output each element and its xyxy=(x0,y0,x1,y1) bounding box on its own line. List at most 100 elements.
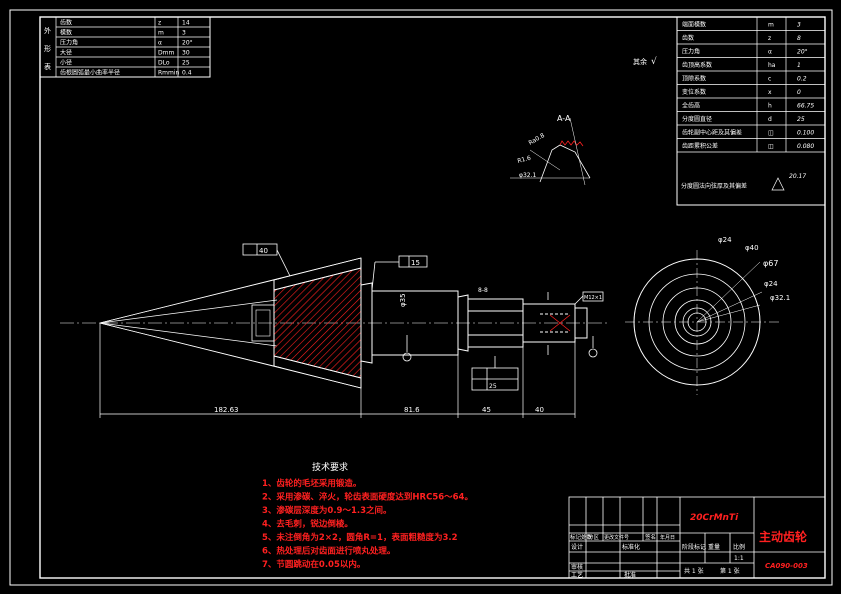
tol-frame-1-value: 40 xyxy=(259,247,268,255)
right-table-name: 变位系数 xyxy=(682,88,706,96)
shaft xyxy=(360,282,588,364)
shaft-dia-label: φ35 xyxy=(399,293,407,307)
section-markers xyxy=(402,292,598,362)
end-dia-1: φ24 xyxy=(718,236,732,244)
right-table-value: 0.080 xyxy=(797,143,814,150)
approve-label: 批准 xyxy=(624,571,636,579)
left-table-name: 齿数 xyxy=(60,19,72,27)
right-table-symbol: α xyxy=(768,49,772,56)
check-label: 审核 xyxy=(571,563,583,571)
standard-label: 标准化 xyxy=(622,543,640,551)
section-aa-label: A-A xyxy=(557,114,571,123)
title-row-label-2: 更改文件号 xyxy=(604,534,629,541)
left-table-value: 14 xyxy=(182,20,190,27)
left-table-side-char: 表 xyxy=(44,62,51,71)
left-table-symbol: α xyxy=(158,40,162,47)
right-table-value: 0 xyxy=(797,89,801,96)
dim-total-left: 182.63 xyxy=(214,406,239,414)
end-dia-5: φ32.1 xyxy=(770,294,790,302)
scale-value: 1:1 xyxy=(734,555,744,562)
right-table-name: 分度圆直径 xyxy=(682,115,712,123)
left-table-symbol: Rmmin xyxy=(158,70,180,77)
weight-label: 重量 xyxy=(708,543,720,551)
surface-note: 其余 √ xyxy=(633,56,657,67)
left-table-value: 30 xyxy=(182,50,190,57)
right-table-footer-value: 20.17 xyxy=(789,173,806,180)
right-table-symbol: m xyxy=(768,22,774,29)
left-table-name: 大径 xyxy=(60,49,72,57)
sheet-no-label: 第 1 张 xyxy=(720,567,740,575)
left-table-symbol: m xyxy=(158,30,164,37)
left-table-side-char: 外 xyxy=(44,26,51,35)
dim-right1: 45 xyxy=(482,406,491,414)
right-table-symbol: z xyxy=(768,35,771,42)
left-table-side-char: 形 xyxy=(44,45,51,53)
right-table-value: 20° xyxy=(797,49,808,56)
left-table-value: 3 xyxy=(182,30,186,37)
end-dia-3: φ67 xyxy=(763,259,778,268)
title-block xyxy=(568,496,826,579)
end-dia-4: φ24 xyxy=(764,280,778,288)
detail-dim-3: φ32.1 xyxy=(519,172,537,179)
left-table-name: 模数 xyxy=(60,29,72,37)
detail-dim-1: Ra0.8 xyxy=(528,132,547,147)
left-table-name: 齿根圆弧最小曲率半径 xyxy=(60,69,120,77)
end-dia-2: φ40 xyxy=(745,244,759,252)
tech-req-item: 6、热处理后对齿面进行喷丸处理。 xyxy=(262,546,395,557)
right-table-name: 齿轮副中心距及其偏差 xyxy=(682,129,742,137)
surface-note-text: 其余 xyxy=(633,57,647,66)
right-table-name: 顶隙系数 xyxy=(682,75,706,83)
tech-req-item: 3、渗碳层深度为0.9～1.3之间。 xyxy=(262,505,392,516)
title-row-label-0: 标记处数 xyxy=(570,533,593,541)
dimension-lines xyxy=(99,323,576,418)
right-table-value: 3 xyxy=(797,22,801,29)
right-table-symbol: x xyxy=(768,89,772,96)
surface-mark-icon: √ xyxy=(651,56,657,67)
tolerance-frames xyxy=(242,243,604,391)
title-block-text: 20CrMnTi 主动齿轮 CA090-003 标记处数 分区 更改文件号 签名… xyxy=(570,513,808,579)
tech-req-item: 5、未注倒角为2×2，圆角R=1，表面粗糙度为3.2 xyxy=(262,532,458,543)
tol-frame-2-value: 15 xyxy=(411,259,420,267)
right-table-name: 齿数 xyxy=(682,34,694,42)
tech-req-item: 2、采用渗碳、淬火，轮齿表面硬度达到HRC56～64。 xyxy=(262,492,473,503)
left-table-name: 压力角 xyxy=(60,39,78,47)
process-label: 工艺 xyxy=(571,571,583,579)
sheets-label: 共 1 张 xyxy=(684,567,704,575)
design-label: 设计 xyxy=(571,543,583,551)
inner-frame xyxy=(39,16,826,579)
right-table-name: 全齿高 xyxy=(682,102,700,110)
material-label: 20CrMnTi xyxy=(690,513,739,523)
left-table-symbol: Dmm xyxy=(158,50,174,57)
scale-label: 比例 xyxy=(733,543,745,551)
right-table-value: 0.100 xyxy=(797,130,814,137)
dim-mid: 81.6 xyxy=(404,406,420,414)
outer-frame xyxy=(9,9,833,586)
title-row-label-1: 分区 xyxy=(588,533,600,541)
tech-req-item: 1、齿轮的毛坯采用锻造。 xyxy=(262,478,361,489)
gear-body xyxy=(251,257,362,389)
right-table-symbol: h xyxy=(768,103,772,110)
right-table-name: 端面模数 xyxy=(682,21,706,29)
right-table-name: 齿距累积公差 xyxy=(682,142,718,150)
tech-req-title: 技术要求 xyxy=(312,461,348,473)
part-name-label: 主动齿轮 xyxy=(759,529,808,544)
tooth-section-detail: A-A Ra0.8 R1.6 φ32.1 xyxy=(510,114,591,186)
right-table-value: 1 xyxy=(797,62,801,69)
right-table-value: 66.75 xyxy=(797,103,814,110)
left-table-value: 20° xyxy=(182,40,193,47)
left-table-symbol: z xyxy=(158,20,161,27)
left-table-name: 小径 xyxy=(60,59,72,67)
left-table-value: 0.4 xyxy=(182,70,192,77)
drawing-number: CA090-003 xyxy=(765,562,808,570)
right-table-symbol: ◫ xyxy=(768,143,774,150)
right-table-footer: 分度圆法向弦厚及其偏差 xyxy=(681,182,747,190)
right-table-name: 压力角 xyxy=(682,48,700,56)
tech-req-item: 4、去毛刺，锐边倒棱。 xyxy=(262,519,353,530)
right-table-symbol: ◫ xyxy=(768,130,774,137)
tooth-chord-icon xyxy=(771,177,785,191)
right-table-symbol: c xyxy=(768,76,771,83)
left-table-symbol: DLo xyxy=(158,60,170,67)
